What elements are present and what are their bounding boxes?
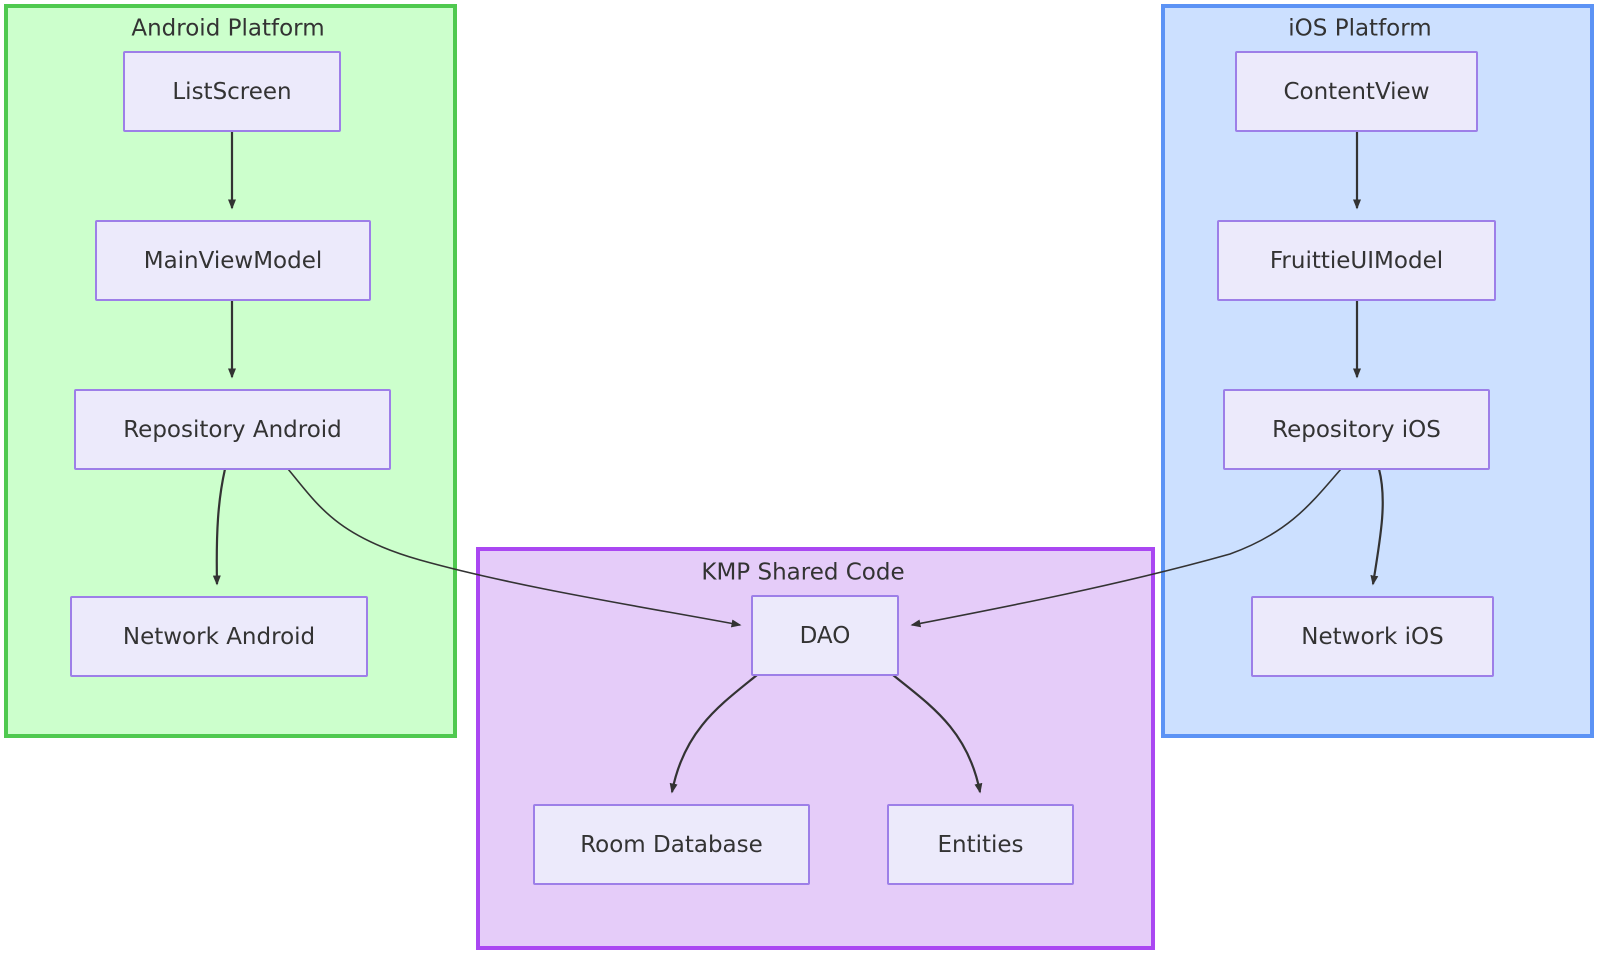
- edge-dao-to-roomdb: [669, 674, 758, 794]
- node-label-fruittieui: FruittieUIModel: [1270, 248, 1443, 274]
- node-box-roomdb[interactable]: [533, 804, 810, 885]
- node-label-listscreen: ListScreen: [172, 79, 291, 105]
- node-box-fruittieui[interactable]: [1217, 220, 1496, 301]
- edges-layer: [212, 131, 1384, 794]
- node-box-listscreen[interactable]: [123, 51, 341, 132]
- cluster-label-android: Android Platform: [131, 16, 324, 42]
- node-netios[interactable]: Network iOS: [1251, 596, 1494, 677]
- node-box-mainviewmodel[interactable]: [95, 220, 371, 301]
- node-box-entities[interactable]: [887, 804, 1074, 885]
- node-roomdb[interactable]: Room Database: [533, 804, 810, 885]
- node-label-roomdb: Room Database: [580, 832, 763, 858]
- node-entities[interactable]: Entities: [887, 804, 1074, 885]
- node-label-repoios: Repository iOS: [1272, 417, 1441, 443]
- cluster-label-kmp: KMP Shared Code: [701, 560, 904, 586]
- edge-repoios-to-netios: [1370, 468, 1384, 586]
- node-dao[interactable]: DAO: [751, 595, 899, 676]
- node-mainviewmodel[interactable]: MainViewModel: [95, 220, 371, 301]
- node-label-entities: Entities: [937, 832, 1023, 858]
- node-label-dao: DAO: [800, 623, 851, 649]
- node-box-netandroid[interactable]: [70, 596, 368, 677]
- node-repoios[interactable]: Repository iOS: [1223, 389, 1490, 470]
- node-netandroid[interactable]: Network Android: [70, 596, 368, 677]
- node-label-netios: Network iOS: [1301, 624, 1443, 650]
- node-label-netandroid: Network Android: [123, 624, 315, 650]
- node-box-repoandroid[interactable]: [74, 389, 391, 470]
- edge-repoandroid-to-netandroid: [212, 468, 227, 586]
- node-label-contentview: ContentView: [1283, 79, 1429, 105]
- edge-dao-to-entities: [892, 674, 983, 794]
- node-box-contentview[interactable]: [1235, 51, 1478, 132]
- node-fruittieui[interactable]: FruittieUIModel: [1217, 220, 1496, 301]
- node-box-repoios[interactable]: [1223, 389, 1490, 470]
- node-label-repoandroid: Repository Android: [123, 417, 342, 443]
- cluster-label-ios: iOS Platform: [1288, 16, 1431, 42]
- node-repoandroid[interactable]: Repository Android: [74, 389, 391, 470]
- edge-repoios-to-dao: [910, 468, 1342, 628]
- node-box-netios[interactable]: [1251, 596, 1494, 677]
- node-box-dao[interactable]: [751, 595, 899, 676]
- node-contentview[interactable]: ContentView: [1235, 51, 1478, 132]
- node-listscreen[interactable]: ListScreen: [123, 51, 341, 132]
- node-label-mainviewmodel: MainViewModel: [144, 248, 323, 274]
- edge-repoandroid-to-dao: [287, 468, 742, 628]
